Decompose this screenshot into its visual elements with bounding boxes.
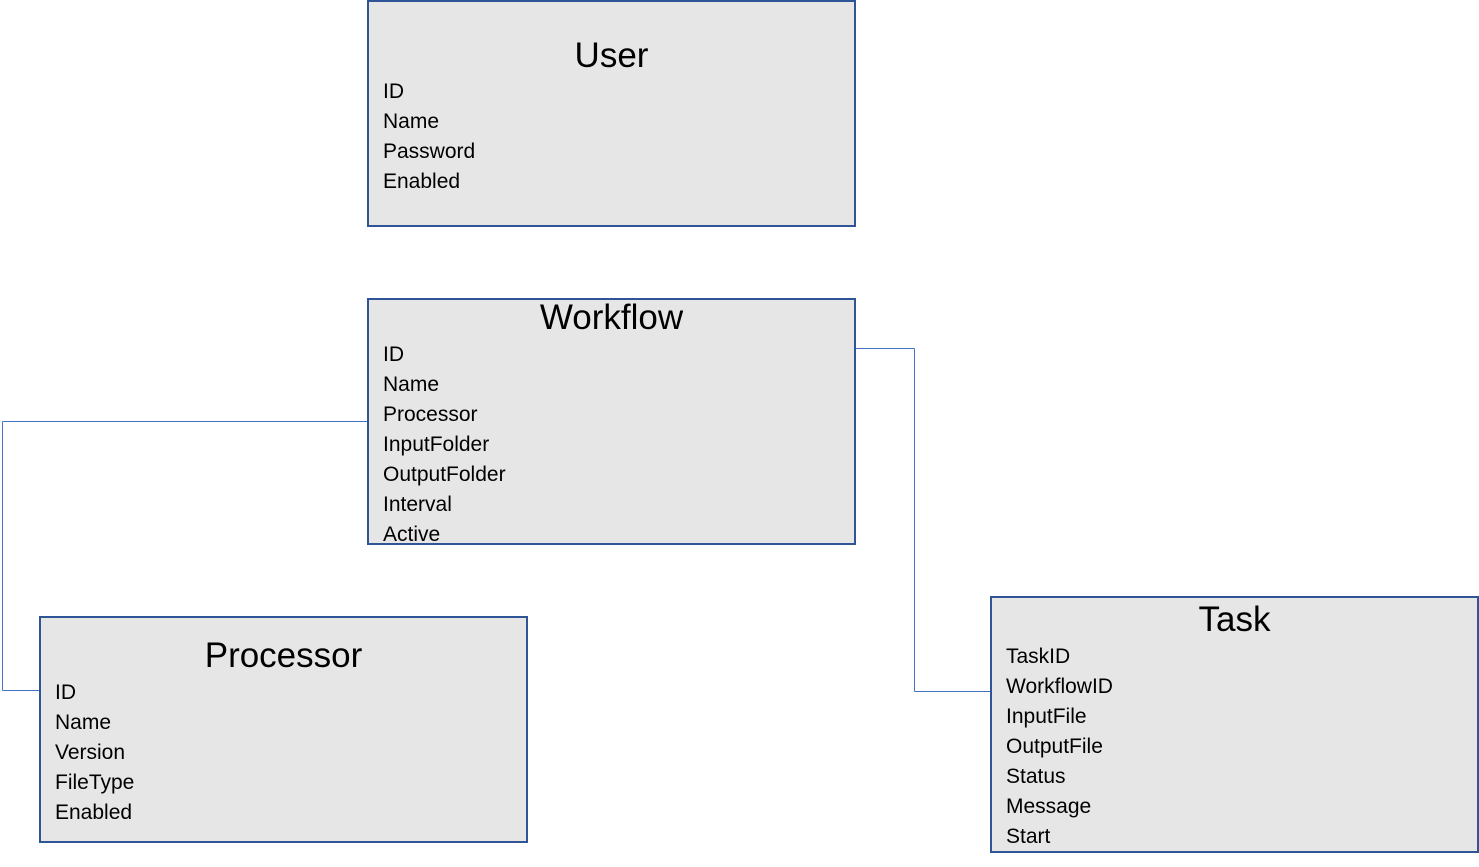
field: Interval <box>383 493 452 516</box>
entity-title: User <box>574 36 649 75</box>
entity-title: Workflow <box>539 298 684 337</box>
connector-workflow-processor <box>2 421 367 691</box>
entity-processor: Processor ID Name Version FileType Enabl… <box>39 616 528 843</box>
field-list: ID Name Version FileType Enabled <box>55 678 134 828</box>
field: InputFolder <box>383 433 490 456</box>
field: TaskID <box>1006 645 1071 668</box>
field: Name <box>383 110 440 133</box>
field-list: TaskID WorkflowID InputFile OutputFile S… <box>1006 642 1113 851</box>
field-list: ID Name Processor InputFolder OutputFold… <box>383 340 506 545</box>
field: Name <box>383 373 440 396</box>
field: Status <box>1006 765 1066 788</box>
field: InputFile <box>1006 705 1087 728</box>
field: OutputFolder <box>383 463 506 486</box>
entity-title: Task <box>1198 600 1271 639</box>
field: Enabled <box>55 801 133 824</box>
field: Enabled <box>383 170 461 193</box>
entity-user: User ID Name Password Enabled <box>367 0 856 227</box>
field: Message <box>1006 795 1092 818</box>
field-list: ID Name Password Enabled <box>383 77 475 197</box>
field: OutputFile <box>1006 735 1103 758</box>
field: FileType <box>55 771 135 794</box>
field: WorkflowID <box>1006 675 1113 698</box>
entity-title: Processor <box>204 636 363 675</box>
field: ID <box>383 343 404 366</box>
field: Version <box>55 741 126 764</box>
field: Processor <box>383 403 478 426</box>
field: Start <box>1006 825 1051 848</box>
entity-task: Task TaskID WorkflowID InputFile OutputF… <box>990 596 1479 853</box>
field: Active <box>383 523 441 545</box>
field: ID <box>55 681 76 704</box>
connector-workflow-task <box>856 348 990 692</box>
field: Password <box>383 140 476 163</box>
field: Name <box>55 711 112 734</box>
field: ID <box>383 80 404 103</box>
entity-workflow: Workflow ID Name Processor InputFolder O… <box>367 298 856 545</box>
